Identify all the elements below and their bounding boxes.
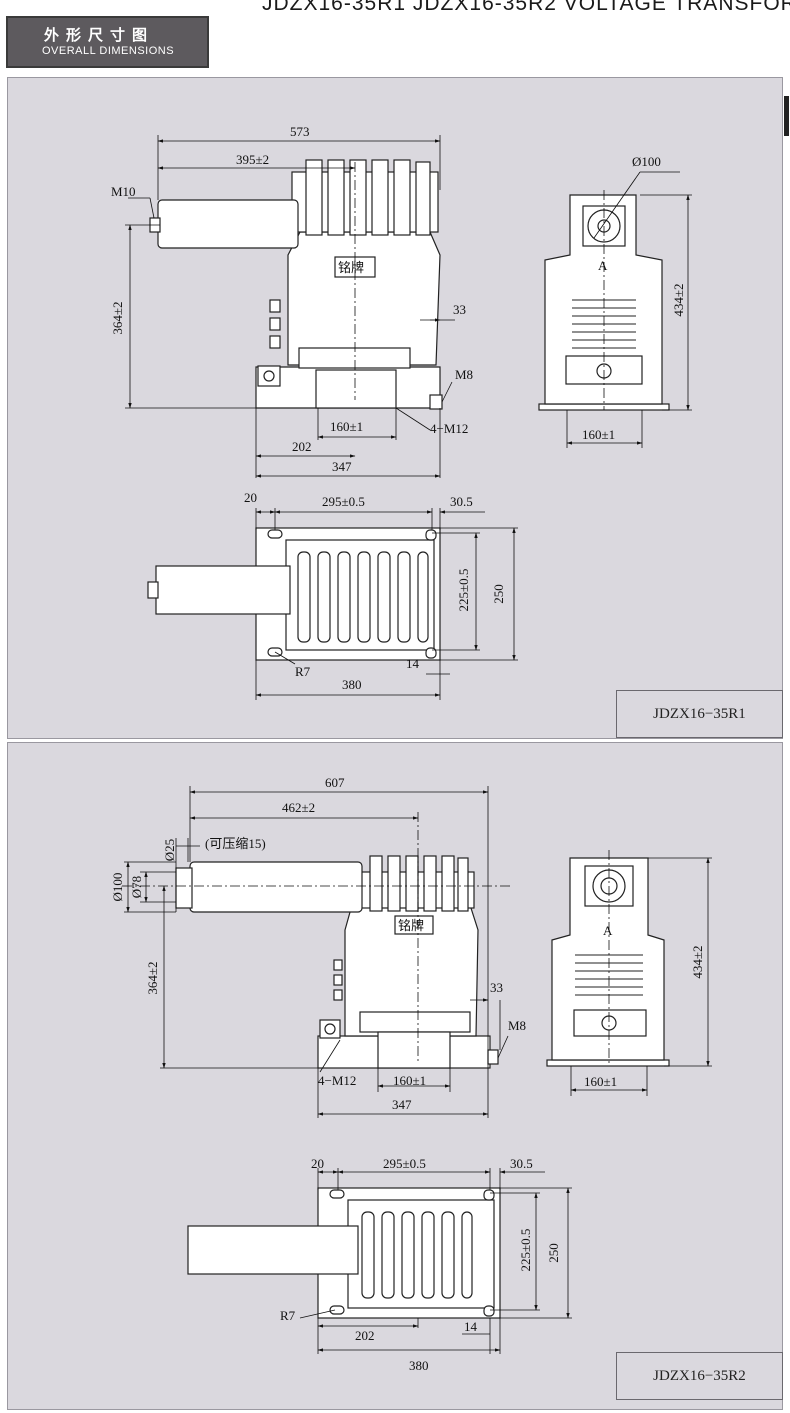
m1-m10-label: M10 — [111, 184, 136, 199]
m1-front-dimension-lines — [566, 171, 692, 448]
m1-m8-label: M8 — [455, 367, 473, 382]
m2-m12-label: 4−M12 — [318, 1073, 356, 1088]
m2-front-dim-160: 160±1 — [584, 1074, 617, 1089]
model-label-r1: JDZX16−35R1 — [616, 690, 783, 738]
m2-dim-160: 160±1 — [393, 1073, 426, 1088]
m1-m12-label: 4−M12 — [430, 421, 468, 436]
m2-mark-a: A — [603, 923, 613, 938]
m1-dim-364: 364±2 — [110, 301, 125, 334]
m2-dim-33: 33 — [490, 980, 503, 995]
m2-top-dim-305: 30.5 — [510, 1156, 533, 1171]
m2-top-dim-202: 202 — [355, 1328, 375, 1343]
section-title-cn: 外形尺寸图 — [44, 26, 155, 44]
m2-dia-25: Ø25 — [162, 839, 177, 861]
m1-dia-100: Ø100 — [632, 154, 661, 169]
scroll-marker — [784, 96, 789, 136]
m2-compress-note: (可压缩15) — [205, 836, 266, 851]
m2-dim-462: 462±2 — [282, 800, 315, 815]
m1-dim-160: 160±1 — [330, 419, 363, 434]
m1-side-texts: 573 395±2 M10 364±2 33 M8 160±1 4−M12 20… — [110, 124, 473, 474]
m2-m8-label: M8 — [508, 1018, 526, 1033]
m2-top-dim-20: 20 — [311, 1156, 324, 1171]
m2-top-texts: 20 295±0.5 30.5 225±0.5 250 R7 14 202 38… — [280, 1156, 561, 1373]
m2-top-dim-380: 380 — [409, 1358, 429, 1373]
m2-front-texts: A 434±2 160±1 — [584, 923, 705, 1089]
m1-top-dim-305: 30.5 — [450, 494, 473, 509]
m2-dim-434: 434±2 — [690, 945, 705, 978]
m2-dia-100: Ø100 — [110, 873, 125, 902]
m1-top-dim-295: 295±0.5 — [322, 494, 365, 509]
m1-nameplate: 铭牌 — [338, 260, 364, 275]
m1-dim-395: 395±2 — [236, 152, 269, 167]
m2-front-dimension-lines — [570, 850, 712, 1096]
m2-side-texts: 607 462±2 Ø25 (可压缩15) Ø100 Ø78 364±2 33 … — [110, 775, 526, 1112]
m2-front-view — [546, 857, 670, 1067]
m2-dim-347: 347 — [392, 1097, 412, 1112]
m1-dim-347: 347 — [332, 459, 352, 474]
m1-top-dim-250: 250 — [491, 584, 506, 604]
m1-mark-a: A — [598, 258, 608, 273]
m2-top-dimension-lines — [299, 1168, 572, 1354]
m2-side-dimension-lines — [122, 786, 512, 1118]
m2-top-dim-225: 225±0.5 — [518, 1229, 533, 1272]
m1-top-texts: 20 295±0.5 30.5 225±0.5 250 R7 14 380 — [244, 490, 506, 692]
m1-dim-33: 33 — [453, 302, 466, 317]
section-title-en: OVERALL DIMENSIONS — [42, 45, 175, 57]
m2-top-view — [187, 1187, 501, 1319]
m1-top-dim-14: 14 — [406, 656, 420, 671]
page-title: JDZX16-35R1 JDZX16-35R2 VOLTAGE TRANSFOR — [262, 0, 790, 15]
m1-top-view — [147, 527, 441, 661]
m2-side-view — [175, 855, 499, 1069]
m2-top-dim-14: 14 — [464, 1319, 478, 1334]
m1-dim-573: 573 — [290, 124, 310, 139]
m1-dim-202: 202 — [292, 439, 312, 454]
model-label-r2: JDZX16−35R2 — [616, 1352, 783, 1400]
m2-top-dim-250: 250 — [546, 1243, 561, 1263]
m1-r7-label: R7 — [295, 664, 311, 679]
m1-side-view — [149, 159, 443, 410]
m1-top-dim-225: 225±0.5 — [456, 569, 471, 612]
m2-r7-label: R7 — [280, 1308, 296, 1323]
m1-front-texts: Ø100 A 434±2 160±1 — [582, 154, 686, 442]
m1-dim-434: 434±2 — [671, 283, 686, 316]
m2-dia-78: Ø78 — [129, 876, 144, 898]
m2-dim-364: 364±2 — [145, 961, 160, 994]
m1-front-dim-160: 160±1 — [582, 427, 615, 442]
m1-top-dim-20: 20 — [244, 490, 257, 505]
m2-dim-607: 607 — [325, 775, 345, 790]
section-badge: 外形尺寸图 OVERALL DIMENSIONS — [6, 16, 209, 68]
m1-top-dimension-lines — [255, 508, 518, 700]
m1-side-dimension-lines — [125, 135, 455, 478]
m2-top-dim-295: 295±0.5 — [383, 1156, 426, 1171]
m1-top-dim-380: 380 — [342, 677, 362, 692]
m2-nameplate: 铭牌 — [398, 918, 424, 933]
